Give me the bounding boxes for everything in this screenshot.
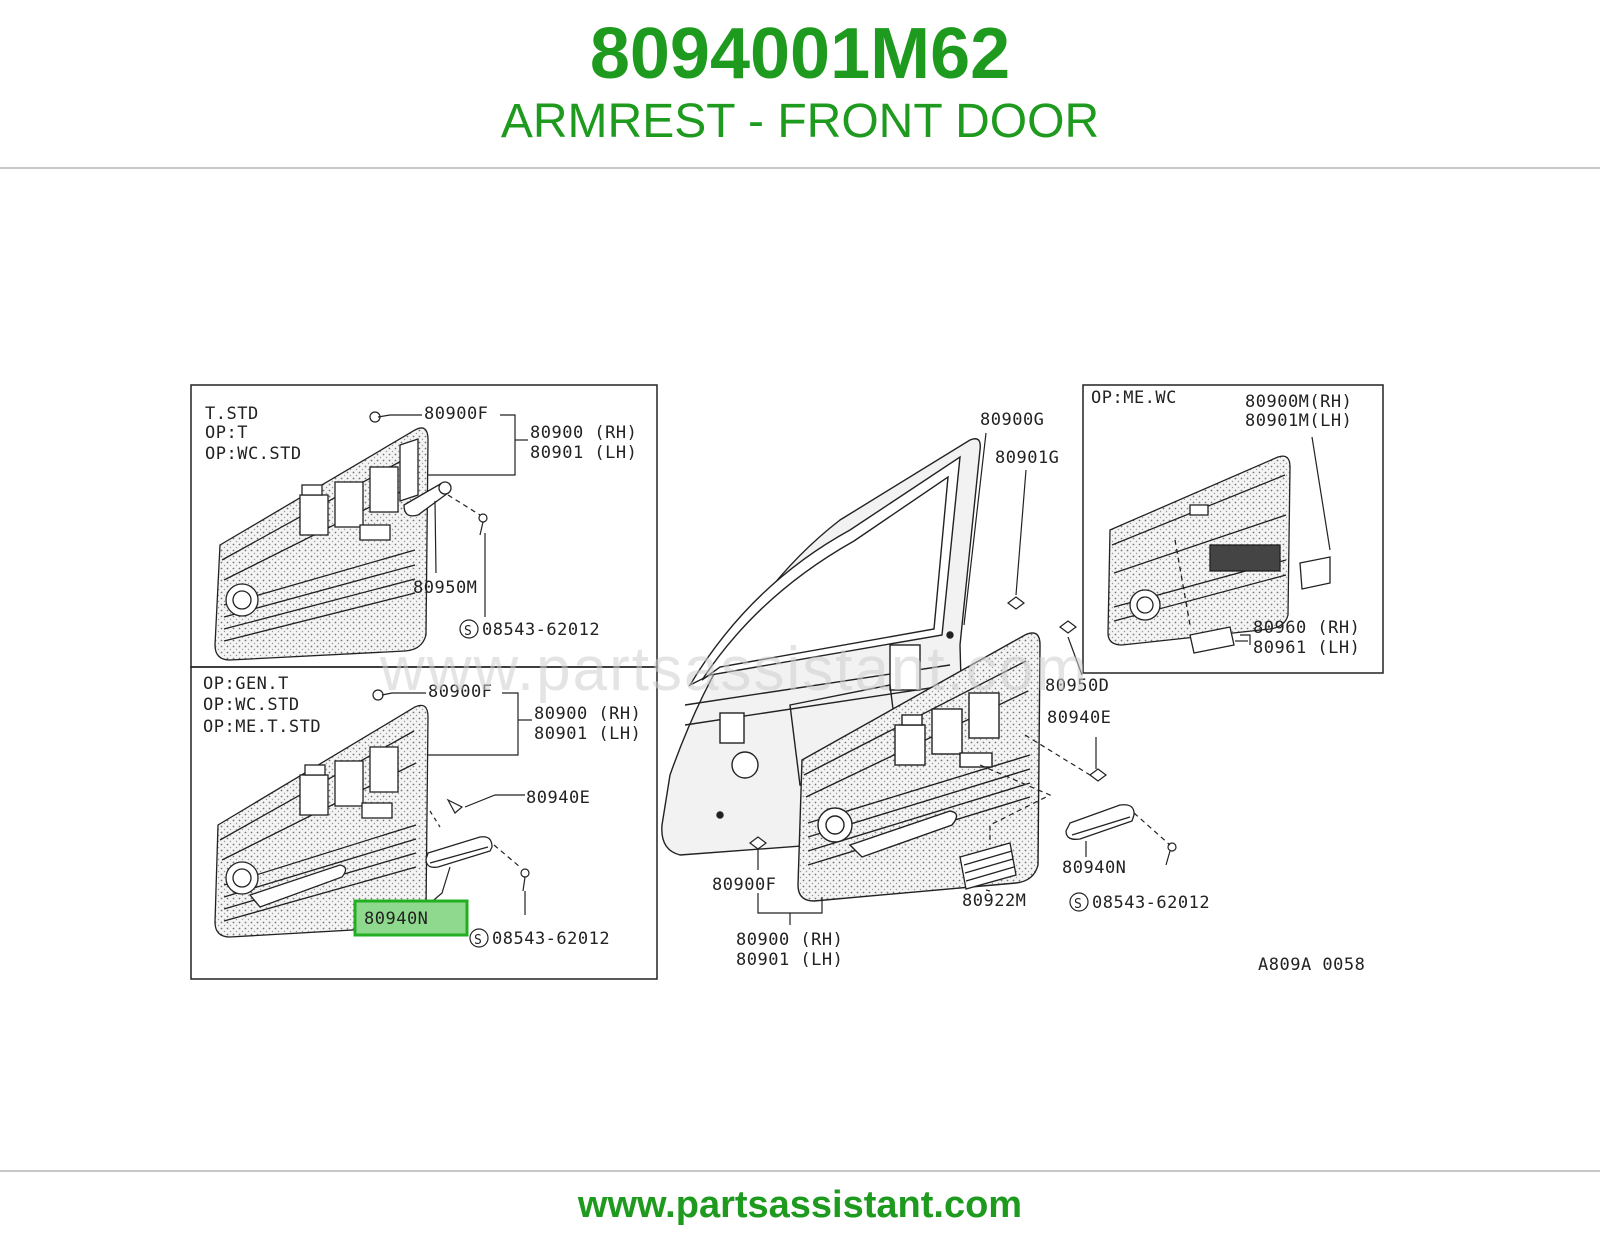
label-80900f-bottom-left: 80900F — [428, 682, 492, 702]
door-trim-drawing-top-left — [214, 427, 429, 661]
label-screw-main: 08543-62012 — [1092, 893, 1210, 913]
label-80901m-lh: 80901M(LH) — [1245, 411, 1352, 431]
label-80901-lh-bottom-left: 80901 (LH) — [534, 724, 641, 744]
part-title: ARMREST - FRONT DOOR — [500, 95, 1100, 148]
armrest-drawing-bottom-left — [425, 836, 493, 868]
inset-top-right-frame — [1082, 384, 1384, 674]
option-op-me-t-std: OP:ME.T.STD — [203, 717, 321, 737]
label-80940n-highlighted: 80940N — [364, 909, 428, 929]
clip-icon-bottom-left — [372, 689, 464, 814]
armrest-drawing-main — [1065, 804, 1135, 840]
drawing-code: A809A 0058 — [1258, 955, 1365, 975]
option-t-std: T.STD — [205, 404, 259, 424]
label-screw-top-left: 08543-62012 — [482, 620, 600, 640]
label-80960-rh: 80960 (RH) — [1253, 618, 1360, 638]
header: 8094001M62 ARMREST - FRONT DOOR — [0, 0, 1600, 168]
parts-diagram: T.STD OP:T OP:WC.STD 80900F 80900 (RH) 8… — [190, 384, 1384, 980]
inset-bottom-left-text: OP:GEN.T OP:WC.STD OP:ME.T.STD 80900F 80… — [203, 674, 641, 949]
label-80950d: 80950D — [1045, 676, 1109, 696]
footer-website-link[interactable]: www.partsassistant.com — [577, 1184, 1023, 1226]
label-80901-lh-main: 80901 (LH) — [736, 950, 843, 970]
screw-icon-top-left — [478, 513, 488, 536]
screw-icon-bottom-left — [520, 868, 530, 892]
label-80900-rh-top-left: 80900 (RH) — [530, 423, 637, 443]
label-80900g: 80900G — [980, 410, 1044, 430]
label-80940e-bottom-left: 80940E — [526, 788, 590, 808]
label-80922m: 80922M — [962, 891, 1026, 911]
main-labels: 80900G 80901G 80950D 80940E 80900F 80940… — [712, 410, 1365, 975]
standard-part-s-icon-3 — [1069, 892, 1089, 912]
part-number: 8094001M62 — [589, 14, 1011, 94]
option-op-t: OP:T — [205, 423, 248, 443]
leader-lines-main — [757, 432, 1171, 925]
label-80950m: 80950M — [413, 578, 477, 598]
label-80900f-top-left: 80900F — [424, 404, 488, 424]
leader-lines-top-right — [1235, 436, 1331, 645]
standard-part-s-letter-3: S — [1074, 897, 1082, 912]
label-80900-rh-bottom-left: 80900 (RH) — [534, 704, 641, 724]
standard-part-s-icon-2 — [469, 928, 489, 948]
label-80940e-main: 80940E — [1047, 708, 1111, 728]
label-80900-rh-main: 80900 (RH) — [736, 930, 843, 950]
standard-part-s-icon — [459, 619, 479, 639]
door-trim-drawing-top-right — [1107, 455, 1331, 654]
label-80901-lh-top-left: 80901 (LH) — [530, 443, 637, 463]
label-80900f-main: 80900F — [712, 875, 776, 895]
inset-bottom-left-frame — [190, 666, 658, 980]
grille-drawing-main — [959, 842, 1017, 890]
label-screw-bottom-left: 08543-62012 — [492, 929, 610, 949]
door-trim-drawing-main — [797, 632, 1041, 902]
watermark: www.partsassistant.com — [379, 635, 1089, 704]
clip-icon-top-left — [369, 411, 391, 423]
standard-part-s-letter: S — [464, 624, 472, 639]
label-80900m-rh: 80900M(RH) — [1245, 392, 1352, 412]
option-op-wc-std: OP:WC.STD — [205, 444, 302, 464]
option-op-wc-std-2: OP:WC.STD — [203, 695, 300, 715]
pull-handle-top-left — [403, 481, 452, 517]
leader-lines-top-left — [390, 414, 528, 617]
label-80961-lh: 80961 (LH) — [1253, 638, 1360, 658]
inset-top-left-text: T.STD OP:T OP:WC.STD 80900F 80900 (RH) 8… — [205, 404, 637, 640]
header-divider — [0, 167, 1600, 169]
footer-divider — [0, 1170, 1600, 1172]
standard-part-s-letter-2: S — [474, 933, 482, 948]
leader-lines-bottom-left — [392, 692, 532, 915]
inset-top-right-text: OP:ME.WC 80900M(RH) 80901M(LH) 80960 (RH… — [1091, 388, 1360, 658]
option-op-gen-t: OP:GEN.T — [203, 674, 289, 694]
door-trim-drawing-bottom-left — [214, 704, 429, 938]
label-80940n-main: 80940N — [1062, 858, 1126, 878]
highlight-box — [353, 899, 469, 937]
option-op-me-wc: OP:ME.WC — [1091, 388, 1177, 408]
main-fastener-icons — [749, 596, 1177, 866]
label-80901g: 80901G — [995, 448, 1059, 468]
